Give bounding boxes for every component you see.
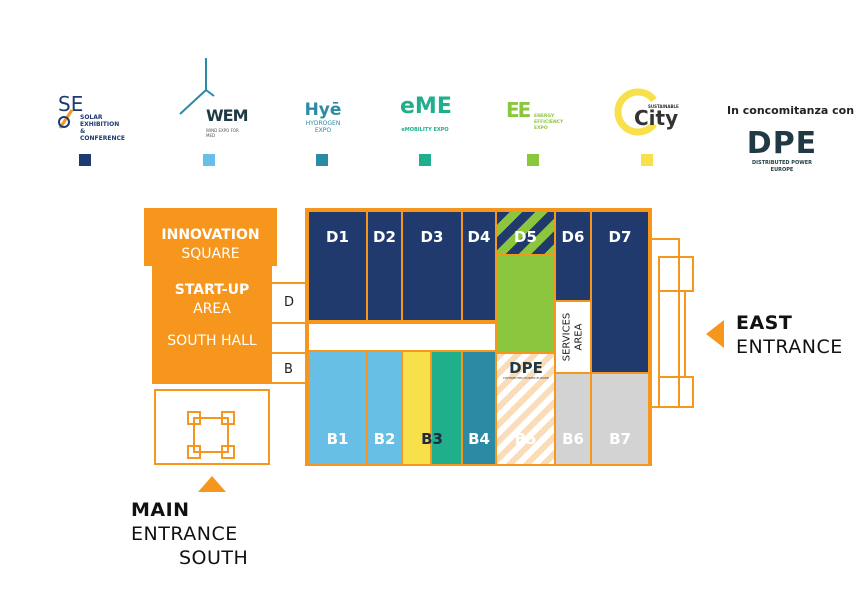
stand-b1[interactable]: B1 [307, 350, 368, 466]
connector-d [272, 282, 308, 324]
main-entrance-rest: ENTRANCE [131, 523, 238, 545]
eefe-sub2: EFFICIENCY [534, 120, 564, 125]
sec-swoosh-icon [58, 109, 74, 129]
hall-b-label: B [284, 362, 293, 377]
east-annex-mid [658, 290, 686, 378]
eefe-color-square [527, 154, 539, 166]
eme-logo-sub: eMOBILITY EXPO [401, 127, 449, 133]
east-annex-bottom [658, 376, 694, 408]
corridor [307, 322, 497, 352]
city-ring-icon [614, 88, 657, 136]
wind-turbine-icon [179, 58, 215, 115]
hye-logo-title: Hyē [304, 100, 342, 120]
eme-logo: eME eMOBILITY EXPO [400, 88, 452, 138]
stand-d4[interactable]: D4 [461, 210, 497, 322]
stand-b3-yellow[interactable] [401, 350, 432, 466]
stand-d5-label: D5 [514, 228, 537, 246]
square-label: SQUARE [181, 246, 240, 262]
east-annex-top [658, 256, 694, 292]
connector-b [272, 352, 308, 384]
b5-dpe-logo: DPE DISTRIBUTED POWER EUROPE [500, 360, 552, 380]
wem-logo: WEM WIND EXPO FOR MED [176, 56, 248, 146]
city-color-square [641, 154, 653, 166]
stand-d2[interactable]: D2 [366, 210, 403, 322]
sec-logo: SE SOLAR EXHIBITION & CONFERENCE [58, 92, 128, 142]
eefe-logo: EE ENERGY EFFICIENCY EXPO [506, 98, 564, 138]
eme-color-square [419, 154, 431, 166]
east-entrance-label: EAST ENTRANCE [736, 311, 843, 359]
south-hall-area [152, 264, 272, 384]
main-entrance-line2: SOUTH [179, 547, 249, 569]
stand-d6[interactable]: D6 [554, 210, 592, 302]
stand-b1-label: B1 [326, 430, 349, 448]
stand-b2-label: B2 [373, 430, 396, 448]
hye-color-square [316, 154, 328, 166]
stand-b7-label: B7 [609, 430, 631, 448]
stand-b6[interactable]: B6 [554, 372, 592, 466]
hye-logo-sub1: HYDROGEN [305, 120, 341, 127]
dpe-logo: DPE DISTRIBUTED POWER EUROPE [740, 128, 824, 174]
stand-d4-label: D4 [467, 228, 491, 246]
dpe-logo-sub: DISTRIBUTED POWER EUROPE [751, 160, 813, 173]
innovation-label: INNOVATION [161, 227, 260, 243]
city-logo: SUSTAINABLE City [612, 86, 682, 138]
stand-d2-label: D2 [373, 228, 396, 246]
stand-b7[interactable]: B7 [590, 372, 650, 466]
sec-color-square [79, 154, 91, 166]
city-logo-title: City [634, 106, 679, 130]
hye-logo: Hyē HYDROGEN EXPO [298, 100, 348, 140]
eefe-sub1: ENERGY [534, 114, 555, 119]
dpe-logo-title: DPE [746, 126, 818, 161]
stand-b3-label: B3 [421, 430, 443, 448]
stand-d5[interactable]: D5 [495, 210, 556, 256]
services-area[interactable]: SERVICES AREA [554, 300, 592, 374]
eefe-sub3: EXPO [534, 126, 548, 131]
wem-color-square [203, 154, 215, 166]
stand-b4[interactable]: B4 [461, 350, 497, 466]
hye-logo-sub2: EXPO [314, 127, 332, 134]
stand-b3-green[interactable] [430, 350, 463, 466]
main-entrance-arrow-icon [198, 476, 226, 492]
eefe-logo-title: EE [506, 98, 531, 122]
concomitanza-label: In concomitanza con [727, 104, 855, 117]
innovation-square-area [144, 208, 277, 266]
stand-b6-label: B6 [562, 430, 584, 448]
city-logo-small: SUSTAINABLE [648, 104, 679, 109]
east-entrance-line2: ENTRANCE [736, 336, 843, 358]
sec-line3: EXHIBITION [80, 121, 120, 128]
wem-logo-sub: WIND EXPO FOR MED [206, 128, 239, 138]
stand-b2[interactable]: B2 [366, 350, 403, 466]
hall-d-label: D [284, 295, 295, 310]
eme-logo-title: eME [400, 94, 452, 119]
startup-label: START-UP [174, 282, 250, 298]
stand-b4-label: B4 [468, 430, 490, 448]
stand-d5-green[interactable] [495, 254, 556, 354]
b5-dpe-title: DPE [509, 359, 543, 377]
east-entrance-line1: EAST [736, 312, 793, 334]
sec-line2: SOLAR [80, 114, 103, 121]
main-entrance-bold: MAIN [131, 499, 190, 521]
b5-dpe-sub: DISTRIBUTED POWER EUROPE [503, 376, 549, 380]
stand-d1[interactable]: D1 [307, 210, 368, 322]
stand-d3[interactable]: D3 [401, 210, 463, 322]
area-label: AREA [193, 301, 231, 317]
main-entrance-label: MAIN ENTRANCE SOUTH [131, 498, 301, 570]
main-entrance-vestibule [154, 389, 270, 465]
stand-d6-label: D6 [561, 228, 585, 246]
south-hall-label: SOUTH HALL [167, 333, 257, 349]
services-label: SERVICES [561, 312, 573, 362]
stand-d7-label: D7 [608, 228, 632, 246]
vestibule-cross-icon [187, 411, 235, 459]
east-entrance-arrow-icon [706, 320, 724, 348]
stand-d3-label: D3 [420, 228, 444, 246]
wem-logo-title: WEM [206, 106, 248, 125]
stand-d7[interactable]: D7 [590, 210, 650, 374]
stand-b5-label: B5 [514, 430, 537, 448]
sec-line4: & CONFERENCE [80, 128, 125, 142]
stand-d1-label: D1 [326, 228, 349, 246]
services-area-label: AREA [573, 323, 585, 351]
